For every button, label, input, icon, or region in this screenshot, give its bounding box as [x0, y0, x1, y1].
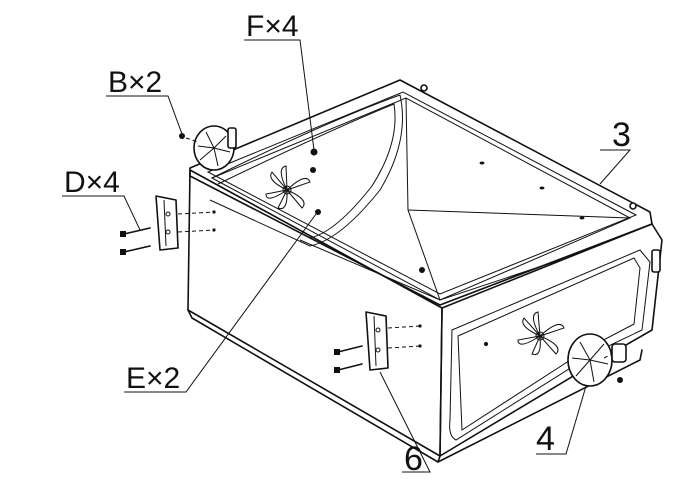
- part-number-3: 3: [612, 116, 631, 154]
- screws-f-e: [310, 148, 321, 215]
- handle-knob-b: [179, 125, 237, 171]
- leader-lines: [62, 39, 632, 473]
- inner-fan: [265, 165, 311, 210]
- callout-e: E×2: [126, 362, 180, 395]
- front-fan: [517, 311, 565, 356]
- part-number-6: 6: [404, 440, 423, 478]
- callout-f: F×4: [246, 10, 299, 43]
- part-number-4: 4: [536, 420, 555, 458]
- handle-knob-4: [567, 333, 627, 387]
- cabinet-body: [187, 79, 663, 463]
- callout-d: D×4: [64, 166, 120, 199]
- bracket-d: [120, 195, 216, 255]
- bracket-6: [334, 311, 422, 373]
- callout-b: B×2: [108, 66, 162, 99]
